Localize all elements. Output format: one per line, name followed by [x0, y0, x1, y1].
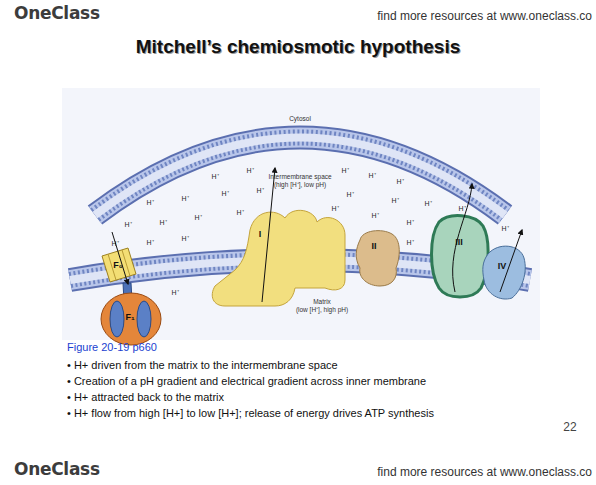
node-outline [478, 240, 530, 302]
node-outline [205, 200, 350, 308]
region-label: (low [H⁺], high pH) [296, 305, 348, 314]
protein-shape [108, 250, 130, 280]
proton-flow-arrow [112, 232, 128, 284]
figure-reference: Figure 20-19 p660 [67, 341, 157, 353]
protein-shape [101, 293, 161, 345]
brand-logo: OneClass [14, 459, 100, 479]
complex-label: I [259, 229, 262, 239]
proton-label: H⁺ [341, 166, 348, 175]
protein-shape [356, 231, 399, 286]
complex-label: F₁ [125, 312, 134, 322]
proton-label: H⁺ [346, 190, 353, 199]
bullet-point: • H+ flow from high [H+] to low [H+]; re… [67, 407, 434, 419]
complex-three: III [425, 212, 493, 300]
complex-label: II [371, 241, 376, 251]
protein-shape [432, 216, 489, 297]
proton-label: H⁺ [371, 211, 378, 220]
complex-label: III [455, 237, 463, 247]
proton-label: H⁺ [458, 204, 465, 213]
node-outline [352, 228, 404, 288]
slide-title: Mitchell’s chemiosmotic hypothesis [0, 36, 596, 58]
bullet-point: • H+ attracted back to the matrix [67, 391, 224, 403]
complex-label: F₀ [113, 260, 123, 270]
proton-label: H⁺ [396, 177, 403, 186]
proton-flow-arrow [262, 168, 275, 302]
region-label: Cytosol [289, 115, 311, 122]
protein-shape [483, 246, 525, 299]
complex-two: II [352, 228, 404, 288]
page-number: 22 [563, 420, 576, 434]
watermark: find more resources at www.oneclass.co [377, 465, 592, 479]
proton-label: H⁺ [181, 194, 188, 203]
proton-label: H⁺ [246, 166, 253, 175]
proton-label: H⁺ [406, 238, 413, 247]
protein-shape [110, 301, 124, 337]
protein-shape [137, 301, 151, 337]
bullet-point: • Creation of a pH gradient and electric… [67, 375, 426, 387]
brand-logo: OneClass [14, 3, 100, 23]
proton-label: H⁺ [124, 220, 131, 229]
region-label: (high [H⁺], low pH) [274, 180, 326, 189]
proton-label: H⁺ [194, 213, 201, 222]
watermark: find more resources at www.oneclass.co [377, 9, 592, 23]
proton-flow-arrow [453, 184, 472, 292]
proton-label: H⁺ [171, 288, 178, 297]
node-outline [425, 212, 493, 300]
proton-label: H⁺ [501, 224, 508, 233]
proton-label: H⁺ [391, 196, 398, 205]
protein-shape [102, 248, 136, 282]
proton-label: H⁺ [221, 189, 228, 198]
proton-label: H⁺ [406, 218, 413, 227]
lipid-heads [95, 138, 505, 216]
proton-label: H⁺ [181, 234, 188, 243]
membrane-fill [95, 138, 505, 216]
bullet-point: • H+ driven from the matrix to the inter… [67, 359, 338, 371]
proton-label: H⁺ [146, 238, 153, 247]
proton-label: H⁺ [236, 208, 243, 217]
protein-shape [212, 210, 345, 306]
complex-label: IV [498, 261, 507, 271]
region-label: Intermembrane space [268, 173, 331, 180]
proton-label: H⁺ [368, 171, 375, 180]
lipid-tails [95, 138, 505, 216]
proton-label: H⁺ [159, 218, 166, 227]
proton-label: H⁺ [424, 199, 431, 208]
region-label: Matrix [313, 298, 331, 305]
proton-flow-arrow [500, 230, 522, 292]
membrane-edge [95, 138, 505, 216]
proton-label: H⁺ [331, 204, 338, 213]
fo-subunit: F₀ [98, 246, 140, 286]
complex-one: I [205, 200, 350, 308]
f1-subunit: F₁ [95, 283, 167, 349]
outer-membrane [95, 138, 505, 216]
complex-four: IV [478, 240, 530, 302]
proton-label: H⁺ [111, 239, 118, 248]
proton-label: H⁺ [146, 198, 153, 207]
proton-label: H⁺ [256, 186, 263, 195]
proton-label: H⁺ [211, 172, 218, 181]
